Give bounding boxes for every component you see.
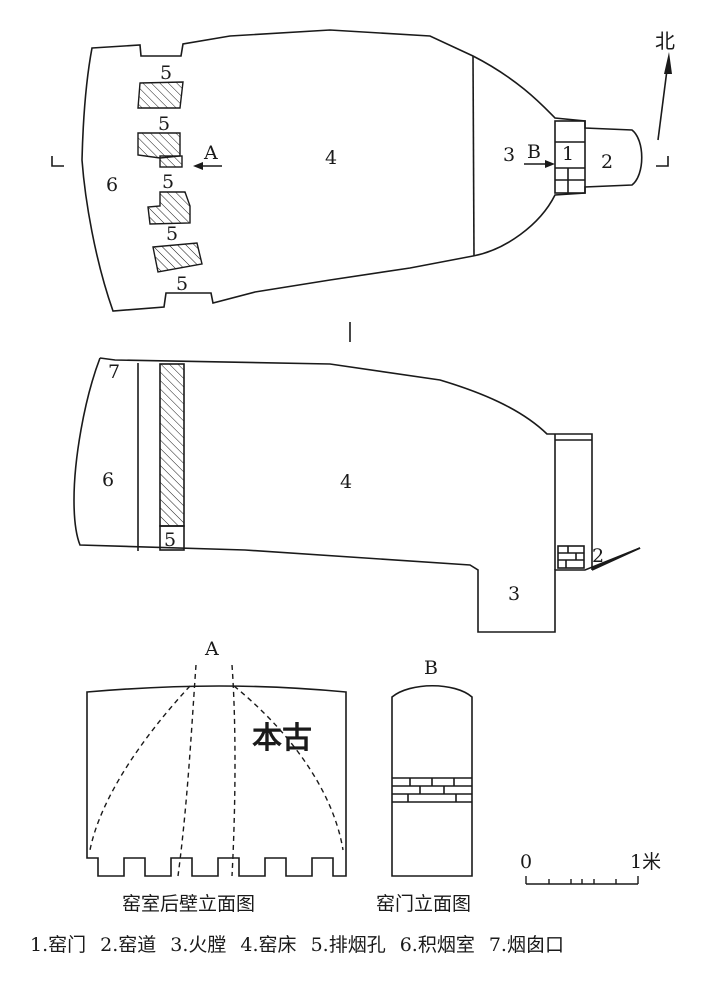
plan-label-5a: 5 [160,62,172,84]
plan-section-b-letter: B [527,141,541,163]
legend-item: 7.烟囱口 [488,934,564,956]
plan-label-5e: 5 [176,273,188,295]
elevation-a-letter: A [204,638,219,660]
plan-label-5b: 5 [158,113,170,135]
legend-item: 4.窑床 [240,934,297,956]
section-label-6: 6 [102,469,114,491]
plan-label-5c: 5 [162,171,174,193]
elevation-b-caption: 窑门立面图 [376,893,471,915]
legend: 1.窑门 2.窑道 3.火膛 4.窑床 5.排烟孔 6.积烟室 7.烟囱口 [30,930,680,957]
plan-label-5d: 5 [166,223,178,245]
elevation-b-drawing [391,684,473,877]
plan-label-3: 3 [503,144,515,166]
section-view [73,357,641,633]
plan-smoke-holes [137,81,203,273]
north-arrow-icon [657,52,672,141]
legend-item: 1.窑门 [30,934,87,956]
section-label-4: 4 [340,471,352,493]
plan-label-1: 1 [562,143,574,165]
section-label-2: 2 [592,545,604,567]
legend-item: 2.窑道 [100,934,157,956]
section-label-3: 3 [508,583,520,605]
plan-view [51,29,669,342]
elevation-b-letter: B [424,657,438,679]
legend-item: 5.排烟孔 [310,934,386,956]
north-label: 北 [655,29,675,53]
section-label-5: 5 [164,529,176,551]
legend-item: 3.火膛 [170,934,227,956]
scale-bar [525,876,639,885]
elevation-a-stamp: 本古 [252,721,312,756]
section-label-7: 7 [108,361,120,383]
plan-label-4: 4 [325,147,337,169]
elevation-a-dashed-curves [89,664,344,877]
plan-label-6: 6 [106,174,118,196]
plan-section-a-letter: A [203,142,218,164]
plan-label-2: 2 [601,151,613,173]
elevation-a-caption: 窑室后壁立面图 [122,893,255,915]
scale-zero: 0 [520,851,532,873]
legend-item: 6.积烟室 [399,934,475,956]
scale-one-meter: 1米 [630,851,661,873]
elevation-a-drawing [86,685,347,877]
